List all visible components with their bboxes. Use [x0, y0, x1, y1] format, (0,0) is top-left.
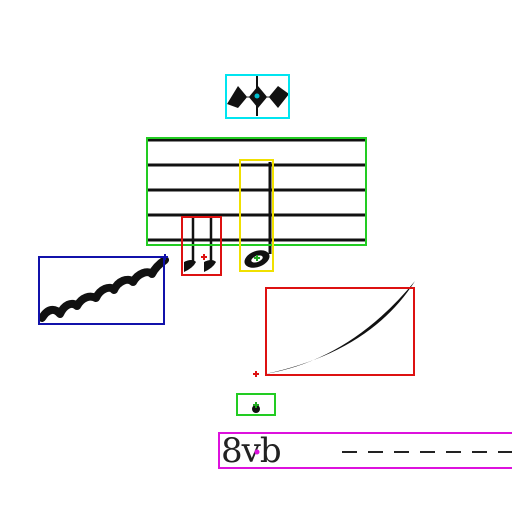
bbox-slur: [265, 287, 415, 376]
beamed-notes-icon: [184, 218, 216, 272]
bbox-trill-line: [38, 256, 165, 325]
ottava-label: 8vb: [221, 431, 282, 471]
bbox-beamed-notes: [181, 216, 222, 276]
anchor-marker: [254, 93, 260, 99]
bbox-staccato-dot: [236, 393, 276, 416]
dot-icon: [252, 405, 260, 413]
anchor-marker: [253, 371, 259, 377]
bbox-staff: [146, 137, 367, 246]
staff-lines-icon: [147, 138, 366, 242]
anchor-marker: [254, 255, 260, 261]
bbox-eighth-note: [239, 159, 274, 272]
anchor-marker: [162, 254, 168, 260]
anchor-marker: [253, 402, 259, 408]
bbox-ottava: [218, 432, 512, 469]
trill-wavy-line-icon: [38, 256, 169, 322]
bbox-mordent: [225, 74, 290, 119]
anchor-marker: [201, 254, 207, 260]
anchor-marker: [254, 449, 260, 455]
